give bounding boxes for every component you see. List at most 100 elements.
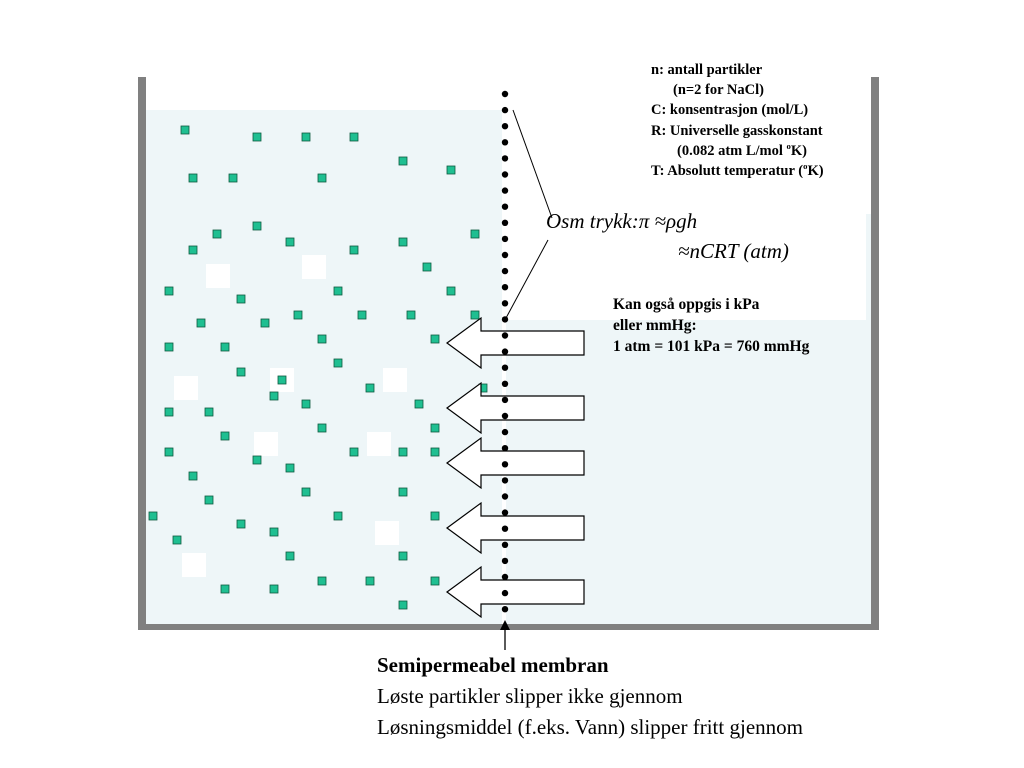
solute-particle — [172, 535, 182, 545]
solute-particle — [398, 237, 408, 247]
membrane-dot — [501, 364, 509, 371]
formula-line-2: ≈nCRT (atm) — [678, 239, 789, 263]
solute-particle — [317, 576, 327, 586]
variable-legend: n: antall partikler (n=2 for NaCl) C: ko… — [651, 60, 824, 181]
membrane-dot — [501, 251, 509, 259]
solute-particle — [252, 455, 262, 465]
caption-line-1: Løste partikler slipper ikke gjennom — [377, 684, 683, 708]
leader-line-upper — [512, 109, 553, 219]
solute-particle — [430, 423, 440, 433]
solute-particle — [470, 229, 480, 239]
membrane-dot — [501, 509, 509, 516]
unit-conversion-note: Kan også oppgis i kPa eller mmHg: 1 atm … — [613, 294, 809, 357]
formula-line-1: Osm trykk:π ≈ρgh — [546, 209, 698, 233]
solute-particle — [422, 262, 432, 272]
solute-particle — [269, 527, 279, 537]
membrane-dot — [501, 589, 509, 597]
semipermeable-membrane — [501, 90, 509, 613]
solute-particle — [148, 511, 158, 521]
membrane-dot — [501, 332, 509, 339]
solute-particle — [269, 584, 279, 594]
flow-arrow — [445, 501, 585, 555]
legend-r: R: Universelle gasskonstant — [651, 122, 823, 139]
solute-particle — [236, 367, 246, 377]
solute-particle — [204, 407, 214, 417]
membrane-dot — [501, 316, 509, 323]
membrane-dot — [501, 412, 509, 420]
membrane-dot — [501, 123, 509, 130]
white-gap — [174, 376, 198, 400]
white-gap — [254, 432, 278, 456]
white-gaps — [174, 255, 407, 577]
caption-line-2: Løsningsmiddel (f.eks. Vann) slipper fri… — [377, 715, 803, 739]
flow-arrow — [445, 436, 585, 490]
units-line-2: eller mmHg: — [613, 317, 697, 334]
solute-particle — [398, 447, 408, 457]
membrane-dot — [501, 428, 509, 436]
membrane-caption: Semipermeabel membran Løste partikler sl… — [377, 650, 803, 743]
solute-particle — [398, 551, 408, 561]
legend-t: T: Absolutt temperatur (oK) — [651, 161, 824, 180]
white-gap — [206, 264, 230, 288]
membrane-dot — [501, 541, 509, 548]
solute-particle — [164, 447, 174, 457]
leader-line-lower — [505, 239, 549, 319]
membrane-dot — [501, 573, 509, 581]
solute-particle — [446, 286, 456, 296]
membrane-dot — [501, 219, 509, 226]
membrane-dot — [501, 606, 509, 613]
units-line-3: 1 atm = 101 kPa = 760 mmHg — [613, 338, 810, 355]
solute-particle — [252, 221, 262, 231]
legend-n: n: antall partikler — [651, 62, 763, 78]
flow-arrow — [445, 565, 585, 619]
solute-particle — [349, 447, 359, 457]
solute-particle — [317, 334, 327, 344]
membrane-dot — [501, 461, 509, 468]
solute-particle — [398, 600, 408, 610]
solute-particle — [349, 132, 359, 142]
caption-title: Semipermeabel membran — [377, 653, 609, 677]
solute-particle — [228, 173, 238, 183]
solute-particle — [365, 576, 375, 586]
membrane-dot — [501, 267, 509, 275]
membrane-dot — [501, 557, 509, 565]
legend-c: C: konsentrasjon (mol/L) — [651, 102, 809, 119]
solute-particle — [301, 399, 311, 409]
solute-particle — [236, 519, 246, 529]
membrane-dot — [501, 348, 509, 355]
flow-arrow — [445, 316, 585, 370]
solute-particle — [446, 165, 456, 175]
membrane-dot — [501, 493, 509, 500]
solute-particle — [220, 584, 230, 594]
membrane-dot — [501, 171, 509, 178]
solute-particle — [285, 463, 295, 473]
solute-particle — [430, 511, 440, 521]
solute-particle — [430, 447, 440, 457]
water-flow-arrows — [445, 316, 585, 619]
solute-particle — [301, 487, 311, 497]
white-gap — [182, 553, 206, 577]
solute-particle — [357, 310, 367, 320]
white-gap — [375, 521, 399, 545]
container-right-wall — [871, 77, 879, 628]
membrane-dot — [501, 106, 509, 114]
membrane-dot — [501, 380, 509, 387]
membrane-dot — [501, 300, 509, 307]
solute-particle — [188, 173, 198, 183]
legend-n-note: (n=2 for NaCl) — [673, 82, 764, 99]
solute-particle — [317, 173, 327, 183]
solute-particle — [398, 156, 408, 166]
solute-particle — [398, 487, 408, 497]
solute-particle — [293, 310, 303, 320]
solute-particle — [212, 229, 222, 239]
solute-particle — [252, 132, 262, 142]
membrane-dot — [501, 90, 509, 98]
solute-particle — [406, 310, 416, 320]
solute-particle — [430, 334, 440, 344]
solute-particle — [260, 318, 270, 328]
solute-particle — [196, 318, 206, 328]
membrane-dot — [501, 396, 509, 404]
solute-particle — [333, 511, 343, 521]
membrane-dot — [501, 445, 509, 452]
membrane-dot — [501, 139, 509, 146]
